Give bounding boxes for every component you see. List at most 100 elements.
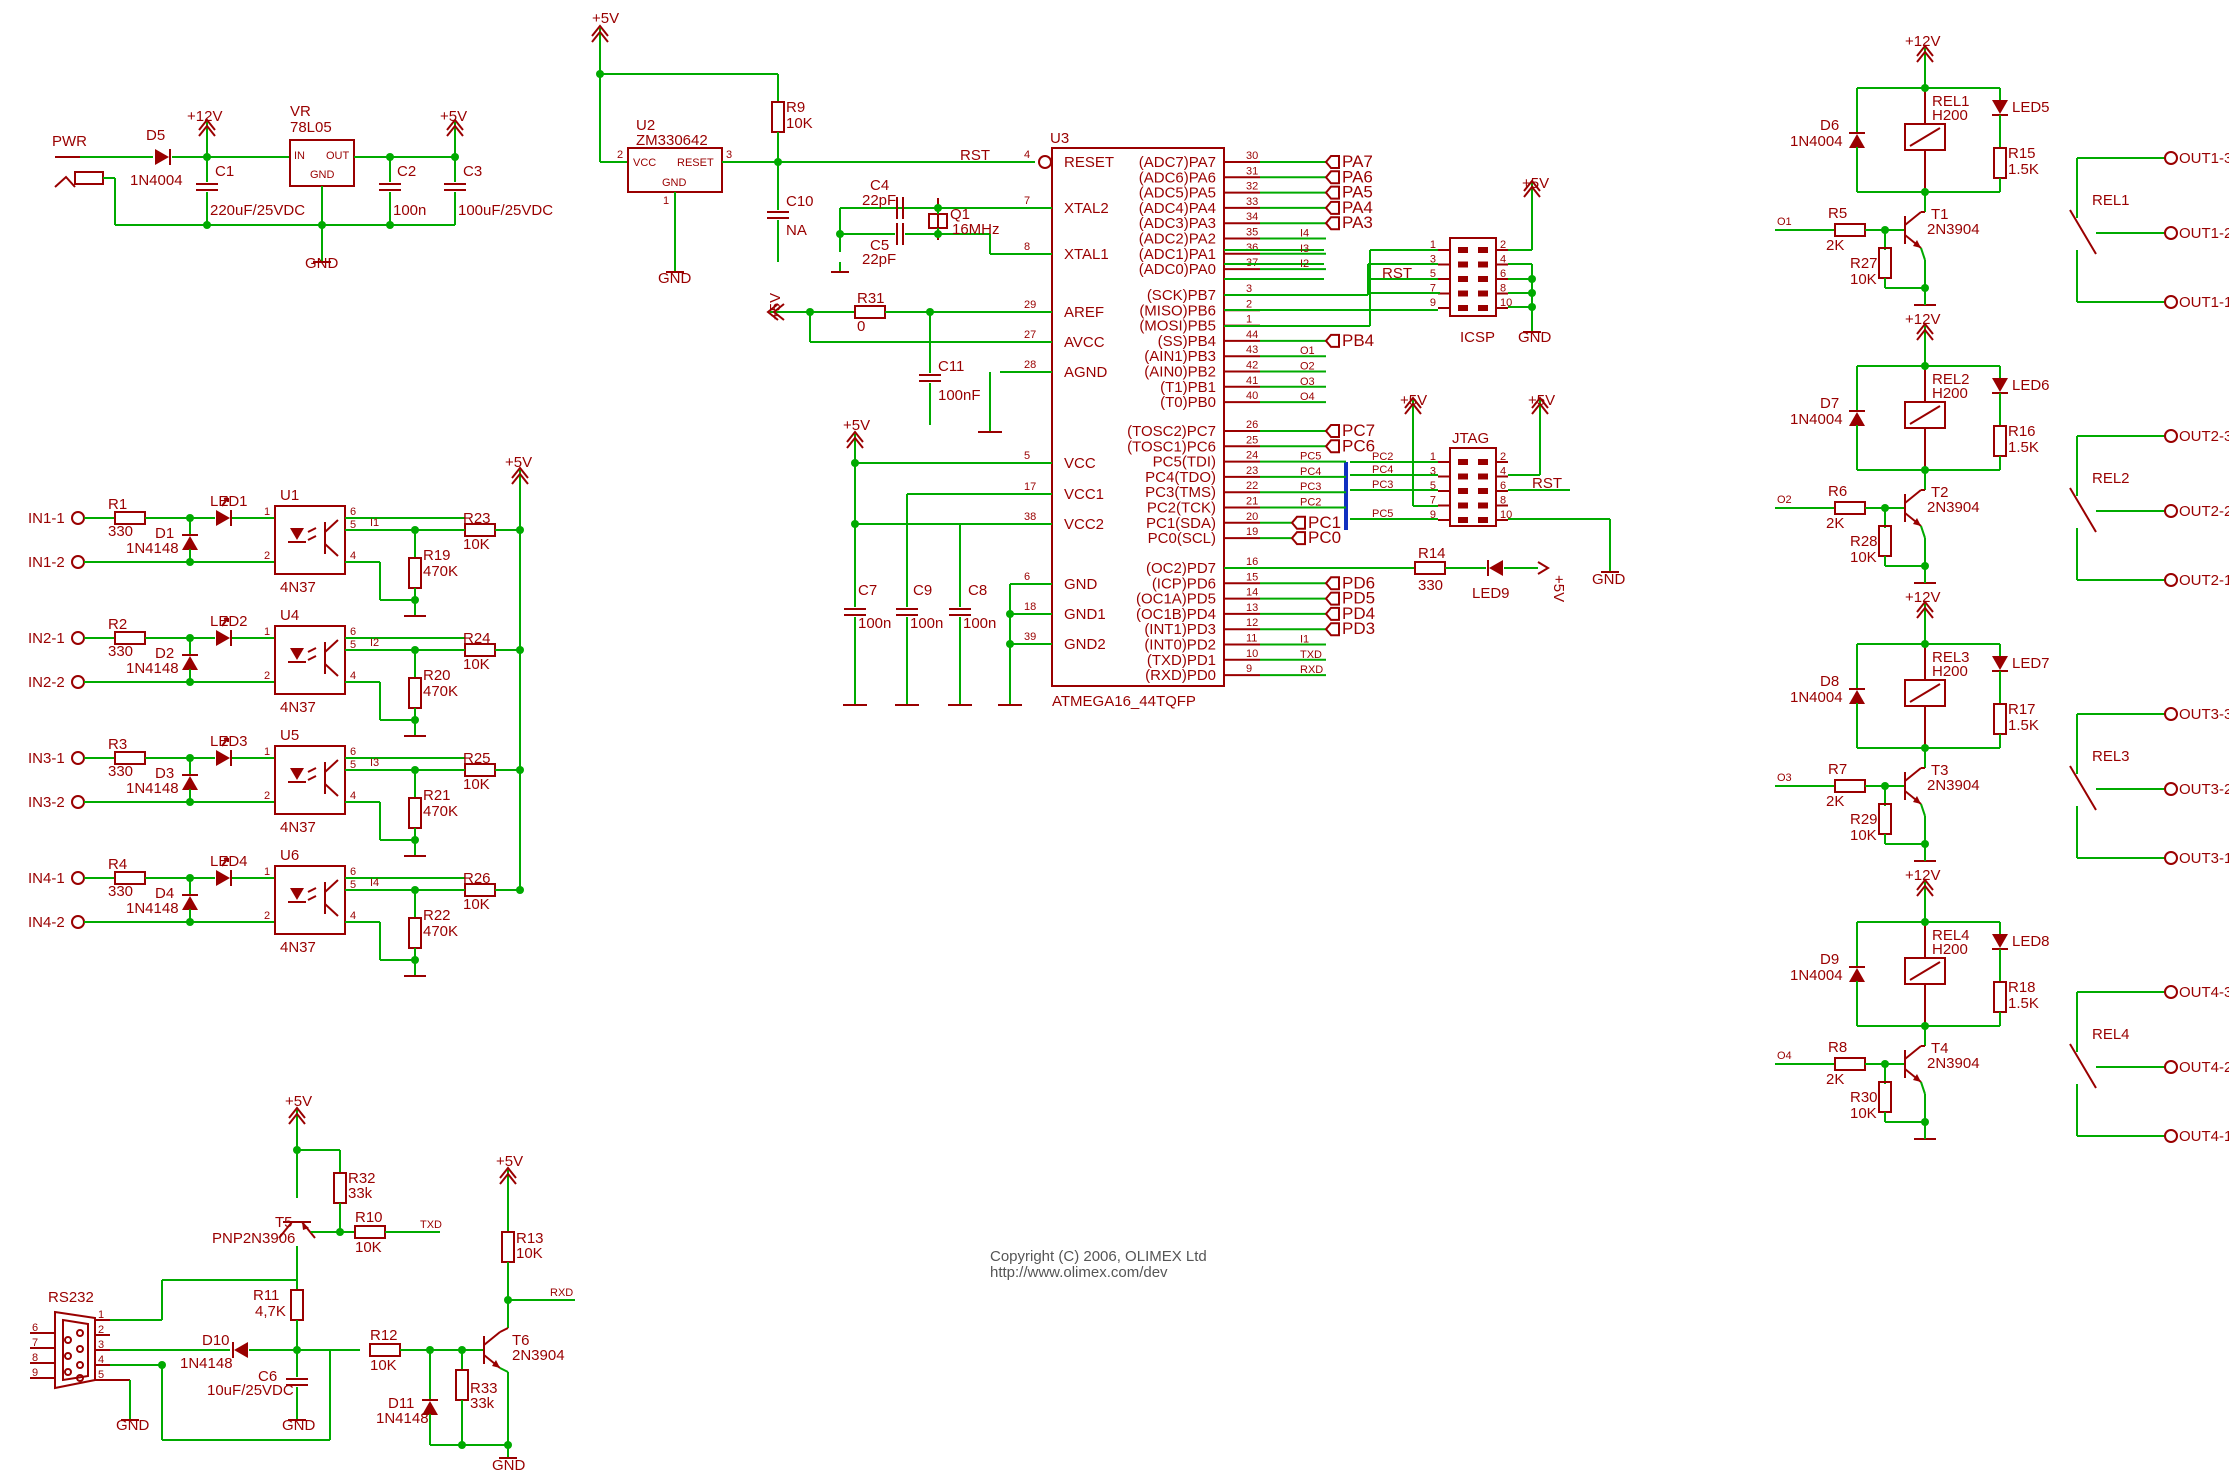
r1-value: 330 [108, 523, 133, 540]
mcu-pin-label-36: (ADC1)PA1 [1139, 246, 1216, 263]
terminal-out1-1 [2164, 295, 2178, 309]
mcu-pin-label-42: (AIN0)PB2 [1144, 364, 1216, 381]
c4-label: C4 [870, 177, 889, 194]
jtag-pin-1: 1 [1430, 451, 1436, 463]
mcu-pin-32: 32 [1246, 181, 1258, 193]
mcu-pin-label-23: PC4(TDO) [1145, 469, 1216, 486]
c2-label: C2 [397, 163, 416, 180]
d1-value: 1N4148 [126, 540, 179, 557]
output-label-out2-3: OUT2-3 [2179, 428, 2229, 445]
relay-net-o4: O4 [1777, 1050, 1792, 1062]
led-led8 [1991, 933, 2009, 950]
resistor-r7 [1834, 779, 1866, 793]
mcu-pin-44: 44 [1246, 329, 1258, 341]
r24-value: 10K [463, 656, 490, 673]
u2-pin2: 2 [617, 149, 623, 161]
avcc-5v-label: +5V [767, 293, 784, 320]
input-label-in4-2: IN4-2 [28, 914, 65, 931]
mcu-pin-43: 43 [1246, 344, 1258, 356]
icsp-pin-4: 4 [1500, 254, 1506, 266]
icsp-pin-9: 9 [1430, 297, 1436, 309]
port-flag-pb4 [1325, 333, 1340, 348]
jtag-rst-label: RST [1532, 475, 1562, 492]
diode-d3 [181, 774, 199, 791]
net-label-o3-14: O3 [1300, 376, 1315, 388]
terminal-in3-1 [71, 751, 85, 765]
db9-pin8: 8 [32, 1352, 38, 1364]
mcu-pin-label-7: XTAL2 [1064, 200, 1109, 217]
u4-pin-4: 4 [350, 670, 356, 682]
r12-label: R12 [370, 1327, 398, 1344]
db9-pin3: 3 [98, 1339, 104, 1351]
reset-5v-label: +5V [592, 10, 619, 27]
d3-label: D3 [155, 765, 174, 782]
mcu-pin-label-6: GND [1064, 576, 1098, 593]
r13-value: 10K [516, 1245, 543, 1262]
db9-pin1: 1 [98, 1309, 104, 1321]
t4-label: T4 [1931, 1040, 1949, 1057]
net-label-pc4-19: PC4 [1300, 466, 1321, 478]
led9-5v-label: +5V [1550, 575, 1567, 602]
u1-pin-4: 4 [350, 550, 356, 562]
input-label-in3-2: IN3-2 [28, 794, 65, 811]
r1-label: R1 [108, 496, 127, 513]
terminal-in3-2 [71, 795, 85, 809]
terminal-out2-3 [2164, 429, 2178, 443]
c4-value: 22pF [862, 192, 896, 209]
mcu-pin-label-30: (ADC7)PA7 [1139, 154, 1216, 171]
d6-value: 1N4004 [1790, 133, 1843, 150]
inputs-5v-label: +5V [505, 454, 532, 471]
r5-label: R5 [1828, 205, 1847, 222]
icsp-pin-1: 1 [1430, 239, 1436, 251]
u6-pin-6: 6 [350, 866, 356, 878]
transistor-t3 [1904, 767, 1922, 805]
mcu-pin-41: 41 [1246, 375, 1258, 387]
c3-label: C3 [463, 163, 482, 180]
d2-value: 1N4148 [126, 660, 179, 677]
r22-value: 470K [423, 923, 458, 940]
rel2-contact-label: REL2 [2092, 470, 2130, 487]
port-flag-pc1 [1291, 515, 1306, 530]
mcu-pin-40: 40 [1246, 390, 1258, 402]
terminal-out4-2 [2164, 1060, 2178, 1074]
u6-pin-2: 2 [264, 910, 270, 922]
icsp-pin-2: 2 [1500, 239, 1506, 251]
r9-value: 10K [786, 115, 813, 132]
mcu-net-wiring: PA7PA6PA5PA4PA3PB4PC7PC6PC1PC0PD6PD5PD4P… [1224, 152, 1438, 677]
mcu-pin-label-39: GND2 [1064, 636, 1106, 653]
t1-label: T1 [1931, 206, 1949, 223]
port-flag-pa3 [1325, 216, 1340, 231]
rail-12v-label: +12V [187, 108, 222, 125]
r3-label: R3 [108, 736, 127, 753]
output-label-out4-1: OUT4-1 [2179, 1128, 2229, 1145]
r20-label: R20 [423, 667, 451, 684]
mcu-pin-36: 36 [1246, 242, 1258, 254]
t3-value: 2N3904 [1927, 777, 1980, 794]
u1-pin-1: 1 [264, 506, 270, 518]
relay-12v-label-4: +12V [1905, 867, 1940, 884]
resistor-r27 [1878, 247, 1892, 279]
port-flag-pd4 [1325, 606, 1340, 621]
d2-label: D2 [155, 645, 174, 662]
mcu-pin-2: 2 [1246, 298, 1252, 310]
r32-value: 33k [348, 1185, 373, 1202]
mcu-pin-label-21: PC2(TCK) [1147, 500, 1216, 517]
r29-value: 10K [1850, 827, 1877, 844]
r29-label: R29 [1850, 811, 1878, 828]
d8-label: D8 [1820, 673, 1839, 690]
vr-gnd-pin: GND [310, 169, 335, 181]
u5-pin-1: 1 [264, 746, 270, 758]
resistor-r30 [1878, 1081, 1892, 1113]
output-label-out3-1: OUT3-1 [2179, 850, 2229, 867]
resistor-r21 [408, 797, 422, 829]
db9-pin6: 6 [32, 1322, 38, 1334]
d3-value: 1N4148 [126, 780, 179, 797]
d11-value: 1N4148 [376, 1410, 429, 1427]
r23-label: R23 [463, 510, 491, 527]
mcu-pin-label-43: (AIN1)PB3 [1144, 348, 1216, 365]
rel2-coil-label: REL2 [1932, 371, 1970, 388]
mcu-pin-11: 11 [1246, 633, 1257, 645]
